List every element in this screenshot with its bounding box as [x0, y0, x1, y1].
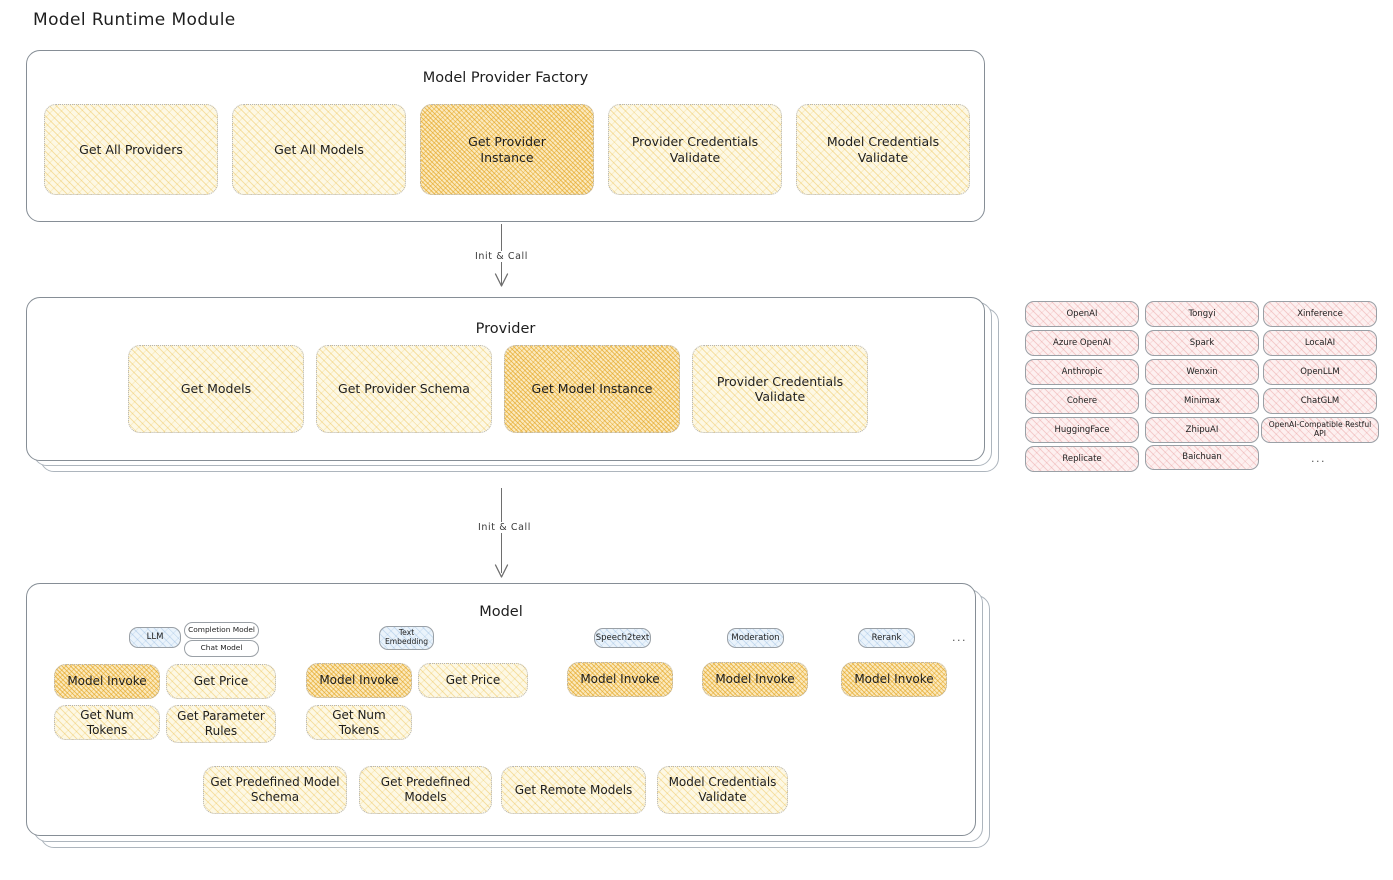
model-shared-method-get-predefined-models[interactable]: Get Predefined Models	[359, 766, 492, 814]
provider-list-item-replicate[interactable]: Replicate	[1025, 446, 1139, 472]
arrow-down-icon	[494, 564, 509, 578]
model-speech2text-method-model-invoke[interactable]: Model Invoke	[567, 662, 673, 697]
provider-list-item-baichuan[interactable]: Baichuan	[1145, 445, 1259, 470]
provider-node-provider-credentials-validate[interactable]: Provider Credentials Validate	[692, 345, 868, 433]
arrow-factory-to-provider-head	[494, 272, 509, 292]
model-llm-method-get-price[interactable]: Get Price	[166, 664, 276, 699]
model-llm-method-model-invoke[interactable]: Model Invoke	[54, 664, 160, 699]
arrow-provider-to-model-label: Init & Call	[474, 522, 535, 533]
model-text-embedding-method-model-invoke[interactable]: Model Invoke	[306, 663, 412, 698]
model-provider-factory-title: Model Provider Factory	[422, 70, 589, 86]
factory-node-provider-credentials-validate[interactable]: Provider Credentials Validate	[608, 104, 782, 195]
page-title: Model Runtime Module	[33, 10, 236, 30]
provider-list-item-openai[interactable]: OpenAI	[1025, 301, 1139, 327]
provider-list-item-chatglm[interactable]: ChatGLM	[1263, 388, 1377, 414]
provider-list-item-azure-openai[interactable]: Azure OpenAI	[1025, 330, 1139, 356]
model-moderation-method-model-invoke[interactable]: Model Invoke	[702, 662, 808, 697]
model-sub-badge-completion-model[interactable]: Completion Model	[184, 622, 259, 639]
model-type-badge-rerank[interactable]: Rerank	[858, 628, 915, 648]
provider-list-item-zhipuai[interactable]: ZhipuAI	[1145, 417, 1259, 443]
provider-title: Provider	[475, 321, 536, 337]
provider-node-get-models[interactable]: Get Models	[128, 345, 304, 433]
model-types-ellipsis: ...	[952, 631, 967, 644]
arrow-factory-to-provider-label: Init & Call	[471, 251, 532, 262]
model-shared-method-model-credentials-validate[interactable]: Model Credentials Validate	[657, 766, 788, 814]
model-type-badge-llm[interactable]: LLM	[129, 627, 181, 648]
provider-node-get-provider-schema[interactable]: Get Provider Schema	[316, 345, 492, 433]
factory-node-get-provider-instance[interactable]: Get Provider Instance	[420, 104, 594, 195]
provider-list-item-openai-compatible-restful-api[interactable]: OpenAI-Compatible Restful API	[1261, 417, 1379, 443]
model-llm-method-get-parameter-rules[interactable]: Get Parameter Rules	[166, 705, 276, 743]
model-text-embedding-method-get-price[interactable]: Get Price	[418, 663, 528, 698]
factory-node-model-credentials-validate[interactable]: Model Credentials Validate	[796, 104, 970, 195]
model-type-badge-speech2text[interactable]: Speech2text	[594, 628, 651, 648]
model-type-badge-text-embedding[interactable]: Text Embedding	[379, 626, 434, 650]
provider-list-item-spark[interactable]: Spark	[1145, 330, 1259, 356]
provider-list-item-huggingface[interactable]: HuggingFace	[1025, 417, 1139, 443]
model-title: Model	[479, 604, 523, 620]
provider-node-get-model-instance[interactable]: Get Model Instance	[504, 345, 680, 433]
provider-list-item-tongyi[interactable]: Tongyi	[1145, 301, 1259, 327]
model-shared-method-get-predefined-model-schema[interactable]: Get Predefined Model Schema	[203, 766, 347, 814]
factory-node-get-all-providers[interactable]: Get All Providers	[44, 104, 218, 195]
provider-list-item-xinference[interactable]: Xinference	[1263, 301, 1377, 327]
provider-list-item-wenxin[interactable]: Wenxin	[1145, 359, 1259, 385]
model-rerank-method-model-invoke[interactable]: Model Invoke	[841, 662, 947, 697]
provider-list-item-anthropic[interactable]: Anthropic	[1025, 359, 1139, 385]
model-sub-badge-chat-model[interactable]: Chat Model	[184, 640, 259, 657]
model-type-badge-moderation[interactable]: Moderation	[727, 628, 784, 648]
provider-list-item-cohere[interactable]: Cohere	[1025, 388, 1139, 414]
provider-list-item-minimax[interactable]: Minimax	[1145, 388, 1259, 414]
model-text-embedding-method-get-num-tokens[interactable]: Get Num Tokens	[306, 705, 412, 740]
provider-list-ellipsis: ...	[1311, 452, 1326, 465]
arrow-provider-to-model-head	[494, 563, 509, 583]
model-shared-method-get-remote-models[interactable]: Get Remote Models	[501, 766, 646, 814]
provider-list-item-localai[interactable]: LocalAI	[1263, 330, 1377, 356]
model-llm-method-get-num-tokens[interactable]: Get Num Tokens	[54, 705, 160, 740]
factory-node-get-all-models[interactable]: Get All Models	[232, 104, 406, 195]
provider-list-item-openllm[interactable]: OpenLLM	[1263, 359, 1377, 385]
arrow-down-icon	[494, 273, 509, 287]
